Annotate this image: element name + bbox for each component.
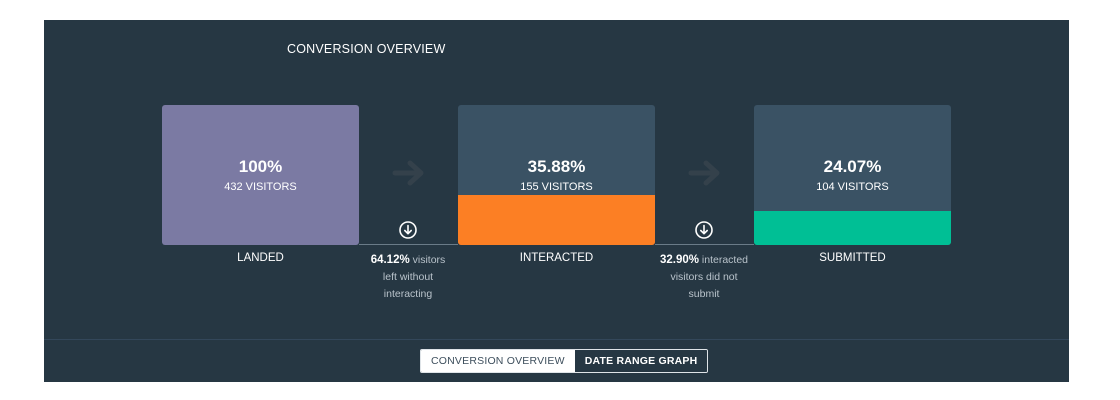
interacted-percent: 35.88% <box>527 157 586 176</box>
dropoff-text: submit <box>688 288 720 300</box>
dropoff-note: 32.90% interacted visitors did not submi… <box>654 252 754 303</box>
connector-line <box>359 244 458 245</box>
dropoff-text: interacted <box>701 254 749 266</box>
arrow-right-icon <box>392 160 424 186</box>
panel-title: CONVERSION OVERVIEW <box>287 42 446 56</box>
dropoff-percent: 64.12% <box>370 254 410 266</box>
arrow-right-icon <box>688 160 720 186</box>
dropoff-text: visitors did not <box>670 271 738 283</box>
landed-percent: 100% <box>238 157 283 176</box>
interacted-visitors: 155 VISITORS <box>520 181 593 193</box>
arrow-down-circle-icon <box>399 221 417 239</box>
dropoff-text: visitors <box>412 254 446 266</box>
view-toggle: CONVERSION OVERVIEW DATE RANGE GRAPH <box>420 349 709 373</box>
dropoff-text: left without <box>382 271 434 283</box>
submitted-percent: 24.07% <box>823 157 882 176</box>
submitted-fill-bar <box>754 211 951 245</box>
footer-divider <box>44 339 1069 340</box>
submitted-stage-box: 24.07% 104 VISITORS <box>754 105 951 245</box>
interacted-stage-box: 35.88% 155 VISITORS <box>458 105 655 245</box>
tab-date-range-graph[interactable]: DATE RANGE GRAPH <box>574 350 708 372</box>
stage-label-landed: LANDED <box>237 252 284 264</box>
stage-label-interacted: INTERACTED <box>519 252 594 264</box>
submitted-visitors: 104 VISITORS <box>816 181 889 193</box>
conversion-panel: CONVERSION OVERVIEW 100% 432 VISITORS 35… <box>44 20 1069 382</box>
stage-label-submitted: SUBMITTED <box>819 252 886 264</box>
interacted-fill-bar <box>458 195 655 245</box>
arrow-down-circle-icon <box>695 221 713 239</box>
dropoff-note: 64.12% visitors left without interacting <box>358 252 458 303</box>
landed-visitors: 432 VISITORS <box>224 181 297 193</box>
landed-stage-box: 100% 432 VISITORS <box>162 105 359 245</box>
dropoff-text: interacting <box>383 288 433 300</box>
connector-line <box>655 244 754 245</box>
dropoff-percent: 32.90% <box>659 254 699 266</box>
tab-conversion-overview[interactable]: CONVERSION OVERVIEW <box>421 350 575 372</box>
